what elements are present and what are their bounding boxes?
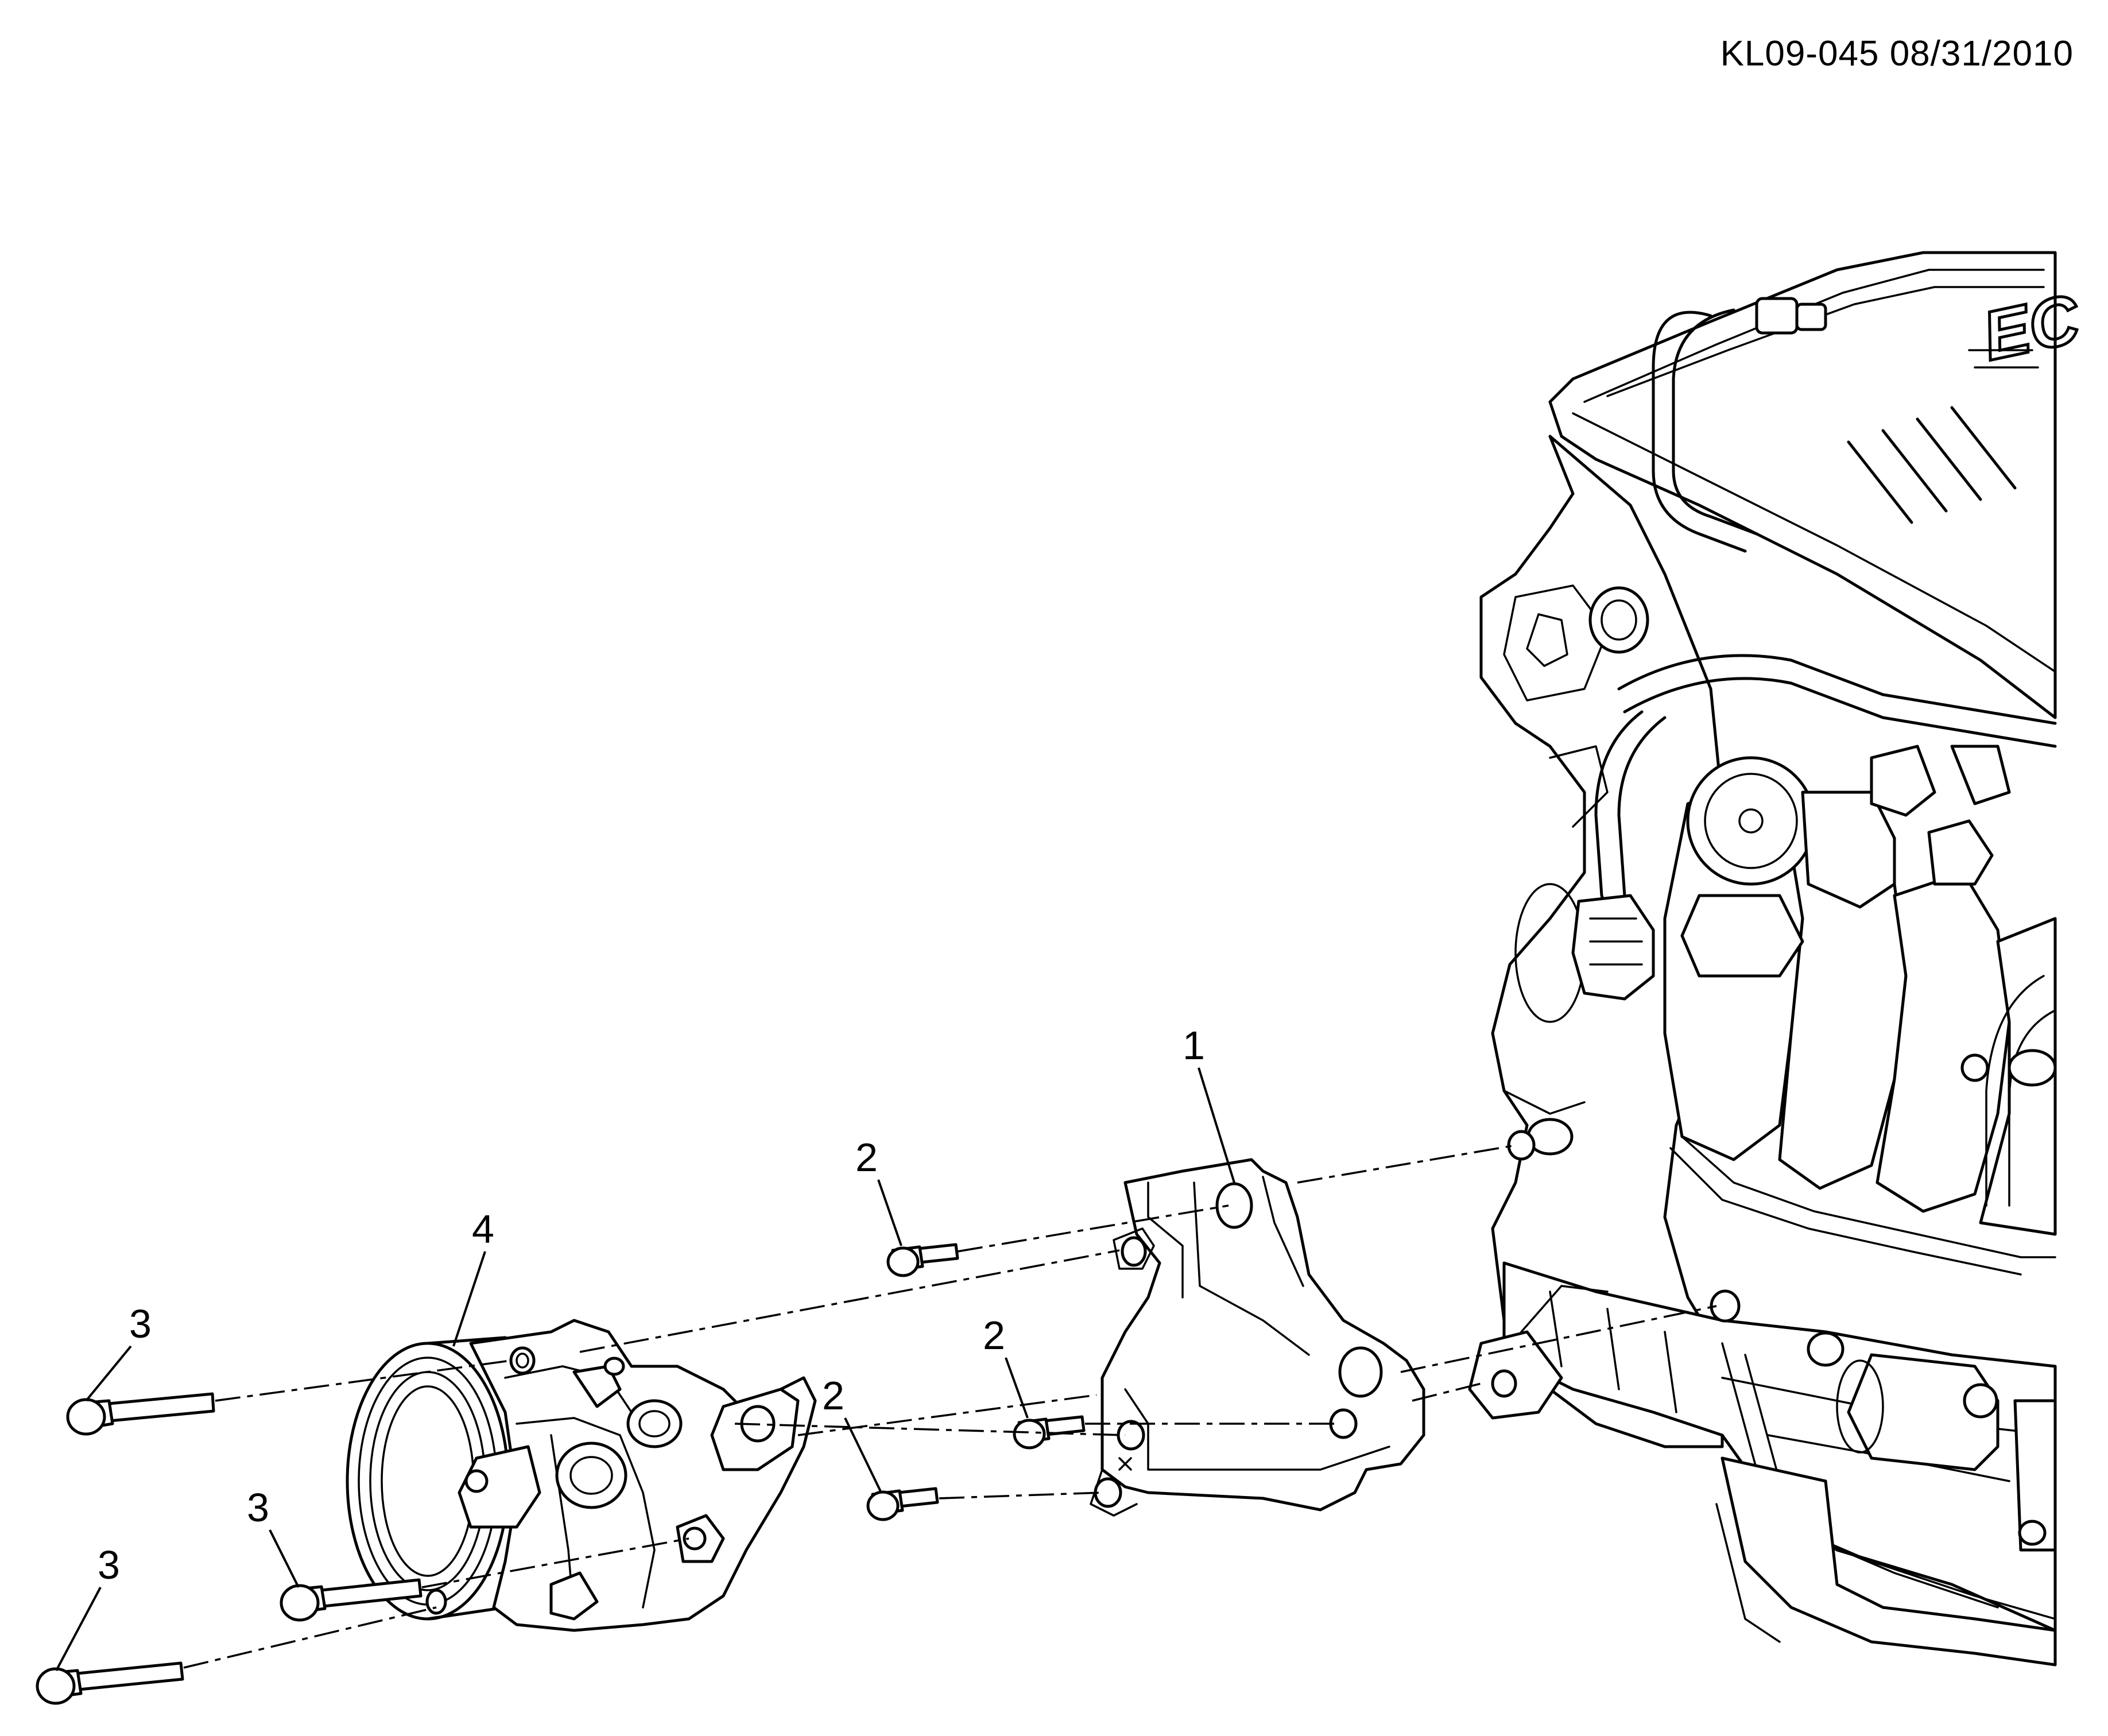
- compressor-bracket: [1090, 1158, 1425, 1517]
- document-id: KL09-045 08/31/2010: [1720, 34, 2074, 73]
- alignment-lines: [183, 1144, 1717, 1669]
- short-bolt-left: [866, 1487, 939, 1521]
- long-bolt-middle: [280, 1578, 423, 1622]
- callout-2-left: 2: [822, 1373, 844, 1418]
- long-bolt-bottom: [36, 1661, 184, 1705]
- ac-compressor: [346, 1319, 817, 1632]
- callout-2-right: 2: [983, 1313, 1005, 1358]
- long-bolt-top: [66, 1392, 215, 1436]
- short-bolt-right: [1013, 1415, 1086, 1450]
- short-bolt-top: [886, 1243, 959, 1277]
- callout-labels: 1 2 2 2 3 3 3 4: [55, 1023, 1235, 1671]
- callout-4: 4: [472, 1207, 494, 1251]
- callout-3-middle: 3: [247, 1485, 269, 1530]
- callout-3-bottom: 3: [98, 1543, 120, 1587]
- callout-2-top: 2: [855, 1135, 878, 1180]
- callout-3-top: 3: [129, 1301, 152, 1346]
- engine-assembly: EC: [1468, 251, 2088, 1667]
- callout-1: 1: [1183, 1023, 1205, 1068]
